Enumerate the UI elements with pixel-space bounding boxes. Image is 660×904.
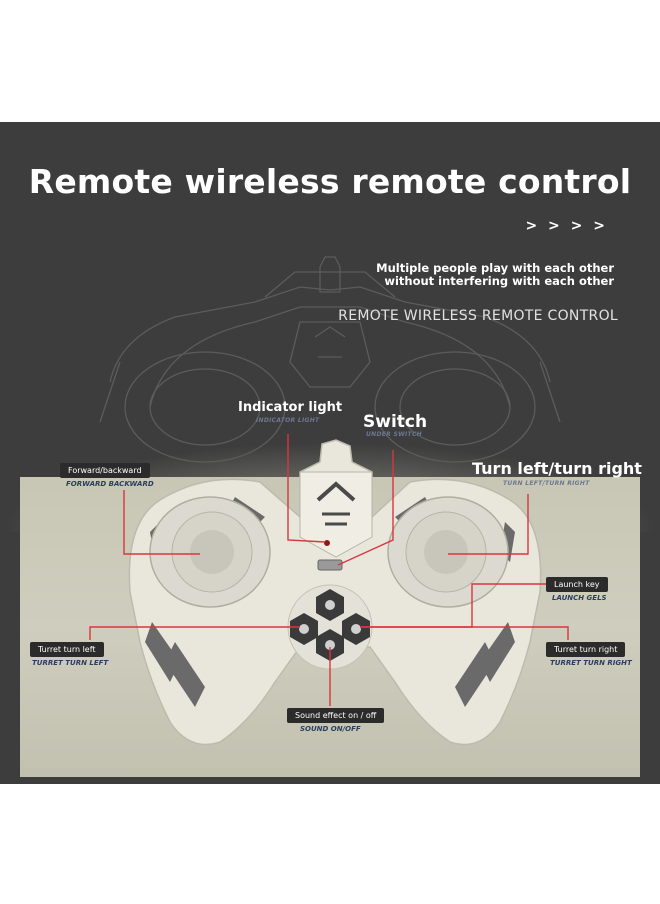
sound-effect-sublabel: SOUND ON/OFF xyxy=(300,725,361,733)
turret-left-sublabel: TURRET TURN LEFT xyxy=(32,659,109,667)
switch-ghost-label: UNDER SWITCH xyxy=(366,431,422,438)
description-line-2: without interfering with each other xyxy=(384,274,614,288)
turret-left-label: Turret turn left xyxy=(30,642,104,657)
indicator-light-label: Indicator light xyxy=(238,400,343,415)
switch-label: Switch xyxy=(363,412,428,432)
subtitle: REMOTE WIRELESS REMOTE CONTROL xyxy=(338,308,618,324)
page-title: Remote wireless remote control xyxy=(28,162,632,201)
turn-ghost-label: TURN LEFT/TURN RIGHT xyxy=(503,480,590,487)
product-panel: Remote wireless remote control > > > > M… xyxy=(0,122,660,784)
turn-label: Turn left/turn right xyxy=(472,459,642,478)
launch-key-sublabel: LAUNCH GELS xyxy=(552,594,607,602)
description-line-1: Multiple people play with each other xyxy=(376,261,614,275)
arrows-decoration: > > > > xyxy=(525,218,608,234)
controller-illustration xyxy=(89,256,569,746)
controller-icon xyxy=(128,439,542,746)
indicator-light-ghost-label: INDICATOR LIGHT xyxy=(256,417,320,424)
turret-right-sublabel: TURRET TURN RIGHT xyxy=(550,659,632,667)
forward-backward-label: Forward/backward xyxy=(60,463,150,478)
sound-effect-label: Sound effect on / off xyxy=(287,708,385,723)
launch-key-label: Launch key xyxy=(546,577,608,592)
callout-lines xyxy=(89,434,569,706)
forward-backward-sublabel: FORWARD BACKWARD xyxy=(66,480,154,488)
background-vehicle-outline-icon xyxy=(99,256,561,463)
turret-right-label: Turret turn right xyxy=(546,642,626,657)
